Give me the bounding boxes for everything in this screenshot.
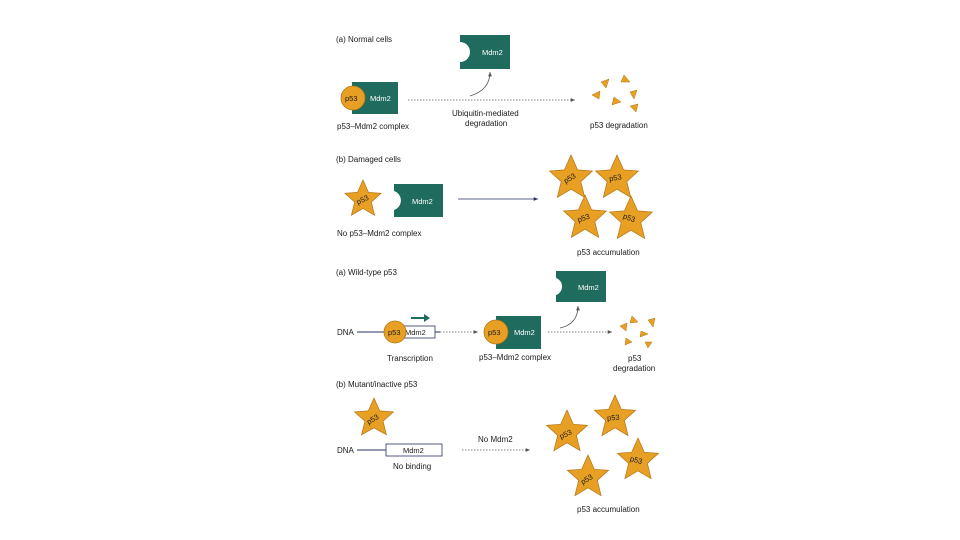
p53-stars-accumulated-mutant: p53 p53 p53 p53: [545, 394, 660, 497]
ubiquitin-caption-line2: degradation: [465, 119, 507, 128]
transcription-caption: Transcription: [387, 354, 433, 363]
accum-star-mutant-3: p53: [566, 454, 610, 497]
accum-star-damaged-4: p53: [608, 195, 654, 240]
accumulation-caption-damaged: p53 accumulation: [577, 248, 640, 257]
ubiquitin-caption-line1: Ubiquitin-mediated: [452, 109, 519, 118]
panel-damaged-header: (b) Damaged cells: [336, 155, 401, 164]
accum-star-damaged-3: p53: [562, 194, 608, 239]
accum-star-damaged-2-label: p53: [608, 172, 622, 183]
no-mdm2-caption: No Mdm2: [478, 435, 513, 444]
panel-wild-type: (a) Wild-type p53 DNA Mdm2 p53 Transcrip…: [336, 268, 656, 373]
p53-star-mutant: p53: [353, 397, 395, 436]
panel-mutant-header: (b) Mutant/inactive p53: [336, 380, 418, 389]
free-mdm2-damaged: Mdm2: [394, 184, 443, 217]
p53-fragments-wildtype: [619, 315, 656, 349]
p53-fragments-normal: [591, 74, 639, 113]
complex-wildtype-mdm2-label: Mdm2: [514, 328, 535, 337]
accum-star-mutant-2-label: p53: [607, 413, 620, 423]
panel-wildtype-header: (a) Wild-type p53: [336, 268, 397, 277]
mdm2-release-arrow-wildtype: [559, 305, 580, 329]
accum-star-mutant-4: p53: [616, 437, 660, 480]
transcription-arrow-icon: [411, 314, 430, 322]
p53-stars-accumulated-damaged: p53 p53 p53 p53: [548, 154, 654, 240]
panel-normal-cells: (a) Normal cells Mdm2 p53 Mdm2 p53–Mdm2 …: [336, 35, 648, 131]
accum-star-mutant-4-label: p53: [629, 454, 643, 466]
mdm2-release-arrow-normal: [469, 71, 492, 97]
mdm2-gene-box-mutant: [385, 443, 443, 457]
accum-star-damaged-2: p53: [594, 154, 640, 199]
p53-mdm2-complex-wildtype: p53 Mdm2: [483, 316, 541, 349]
dna-label-wildtype: DNA: [337, 328, 355, 337]
degradation-caption-wildtype-line1: p53: [628, 354, 642, 363]
free-mdm2-normal: Mdm2: [460, 35, 510, 69]
complex-wildtype-caption: p53–Mdm2 complex: [479, 353, 551, 362]
accum-star-damaged-1: p53: [548, 154, 594, 199]
mdm2-gene-label-wildtype: Mdm2: [405, 328, 426, 337]
p53-star-damaged: p53: [344, 179, 382, 217]
mdm2-gene-label-mutant: Mdm2: [403, 446, 424, 455]
free-mdm2-damaged-label: Mdm2: [412, 197, 433, 206]
panel-normal-header: (a) Normal cells: [336, 35, 392, 44]
panel-damaged-cells: (b) Damaged cells p53 Mdm2 No p53–Mdm2 c…: [336, 154, 654, 257]
free-mdm2-wildtype: Mdm2: [556, 271, 606, 302]
no-binding-caption: No binding: [393, 462, 431, 471]
p53-mdm2-complex-normal: p53 Mdm2: [340, 82, 398, 114]
degradation-caption-wildtype-line2: degradation: [613, 364, 655, 373]
dna-label-mutant: DNA: [337, 446, 355, 455]
accum-star-damaged-4-label: p53: [622, 212, 637, 225]
complex-normal-mdm2-label: Mdm2: [370, 94, 391, 103]
p53-bound-dna: [383, 320, 407, 344]
panel-mutant: (b) Mutant/inactive p53 p53 DNA Mdm2 No …: [336, 380, 660, 514]
complex-wildtype-p53-label: p53: [488, 328, 501, 337]
free-mdm2-wildtype-label: Mdm2: [578, 283, 599, 292]
accum-star-damaged-3-label: p53: [576, 212, 591, 225]
complex-normal-caption: p53–Mdm2 complex: [337, 122, 409, 131]
p53-bound-dna-label: p53: [388, 328, 401, 337]
complex-normal-p53-label: p53: [345, 94, 358, 103]
accum-star-mutant-1: p53: [545, 409, 589, 452]
accumulation-caption-mutant: p53 accumulation: [577, 505, 640, 514]
free-mdm2-normal-label: Mdm2: [482, 48, 503, 57]
accum-star-mutant-2: p53: [593, 394, 637, 437]
no-complex-caption: No p53–Mdm2 complex: [337, 229, 421, 238]
p53-degradation-caption-normal: p53 degradation: [590, 121, 648, 130]
